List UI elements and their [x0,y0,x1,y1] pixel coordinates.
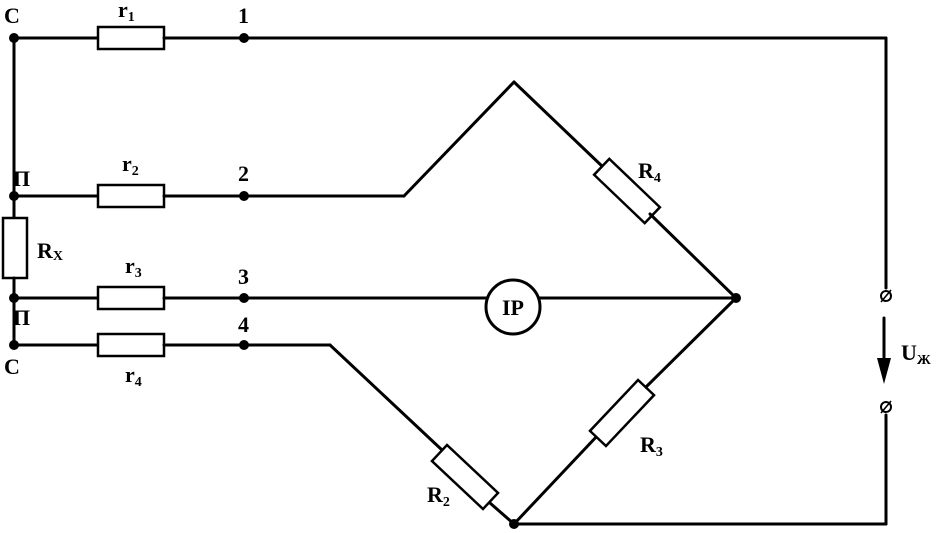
supply-label: UЖ [901,340,931,368]
junction-p-bottom [9,293,19,303]
wire-r2-a [328,343,444,452]
wire-r3-b [644,296,738,389]
supply-arrow-head [877,358,891,384]
junction-right-vertex [731,293,741,303]
wire-to-top-vertex [402,80,516,198]
resistor-r1 [96,25,166,51]
label-rx: RX [37,238,63,264]
label-r2: r2 [122,151,139,179]
label-R4: R4 [638,158,661,186]
resistor-R2 [430,443,500,511]
terminal-label-3: 3 [238,264,249,289]
wire-r3-a [512,433,600,526]
label-c-bottom: C [4,354,20,379]
terminal-label-2: 2 [238,161,249,186]
terminal-dot-3 [239,293,249,303]
label-r4: r4 [125,362,142,390]
resistor-rx [1,216,29,280]
galvanometer [484,278,542,336]
terminal-label-4: 4 [238,312,249,337]
terminal-label-1: 1 [238,3,249,28]
wire-r4-a [512,80,606,170]
junction-c-bottom [9,340,19,350]
wire-r2-b [488,501,516,526]
label-r1: r1 [118,0,135,25]
label-c-top: C [4,3,20,28]
junction-bottom-vertex [509,519,519,529]
galvanometer-label: IP [502,295,524,320]
terminal-dot-1 [239,33,249,43]
terminal-dot-2 [239,191,249,201]
resistor-r3 [96,285,166,311]
junction-p-top [9,191,19,201]
label-R2: R2 [427,482,450,510]
junction-c-top [9,33,19,43]
label-R3: R3 [640,432,663,460]
supply-terminal-lower-slash [880,400,892,414]
label-r3: r3 [125,253,142,281]
resistor-r4 [96,332,166,358]
label-p-bottom: П [13,305,30,330]
wire-r4-b [648,212,738,300]
supply-terminal-upper-slash [880,289,892,303]
terminal-dot-4 [239,340,249,350]
label-p-top: П [13,166,30,191]
resistor-r2 [96,183,166,209]
